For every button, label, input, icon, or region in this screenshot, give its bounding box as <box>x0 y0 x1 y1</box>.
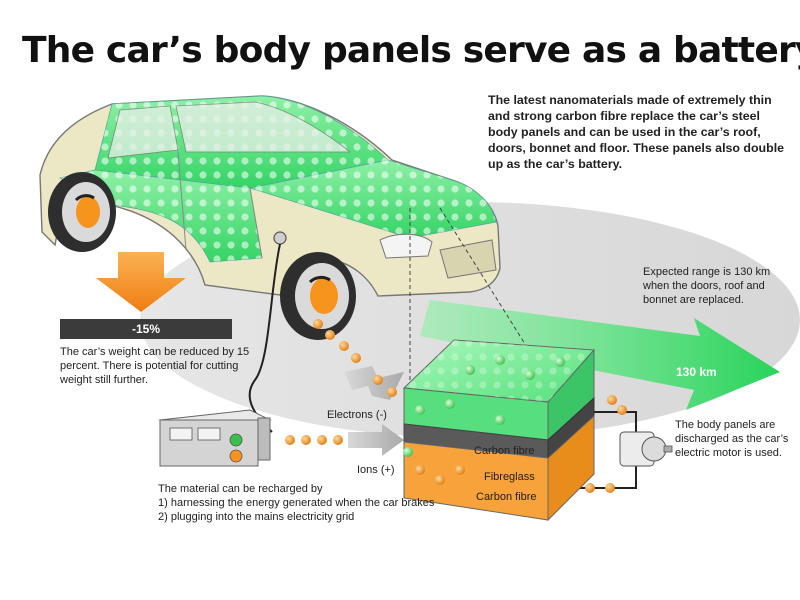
car-illustration <box>39 95 501 297</box>
recharge-item: 2) plugging into the mains electricity g… <box>158 511 355 523</box>
ion-particles <box>403 355 565 457</box>
range-arrow <box>420 300 780 410</box>
electric-motor-icon <box>619 431 673 467</box>
electrons-label: Electrons (-) <box>327 409 387 421</box>
weight-note: The car’s weight can be reduced by 15 pe… <box>60 346 250 386</box>
layer-label-top: Carbon fibre <box>474 445 535 457</box>
charger-unit <box>158 409 272 467</box>
battery-block <box>402 339 596 522</box>
layer-label-middle: Fibreglass <box>484 471 535 483</box>
ions-arrow <box>348 424 404 456</box>
intro-text: The latest nanomaterials made of extreme… <box>488 93 785 171</box>
discharge-note: The body panels are discharged as the ca… <box>675 419 789 459</box>
electron-particles <box>285 319 627 493</box>
front-wheel <box>280 252 356 340</box>
range-value: 130 km <box>676 365 717 379</box>
recharge-intro: The material can be recharged by <box>158 483 323 495</box>
rear-wheel <box>48 172 116 252</box>
recharge-item: 1) harnessing the energy generated when … <box>158 497 435 509</box>
range-note: Expected range is 130 km when the doors,… <box>643 266 771 306</box>
page-title: The car’s body panels serve as a battery <box>22 30 800 71</box>
recharge-note: The material can be recharged by 1) harn… <box>158 482 478 524</box>
layer-label-bottom: Carbon fibre <box>476 491 537 503</box>
weight-reduction-bar: -15% <box>60 319 232 339</box>
weight-arrow <box>96 252 186 312</box>
motor-cable-top <box>594 411 637 432</box>
projection-lines <box>409 207 561 401</box>
ions-label: Ions (+) <box>357 464 395 476</box>
